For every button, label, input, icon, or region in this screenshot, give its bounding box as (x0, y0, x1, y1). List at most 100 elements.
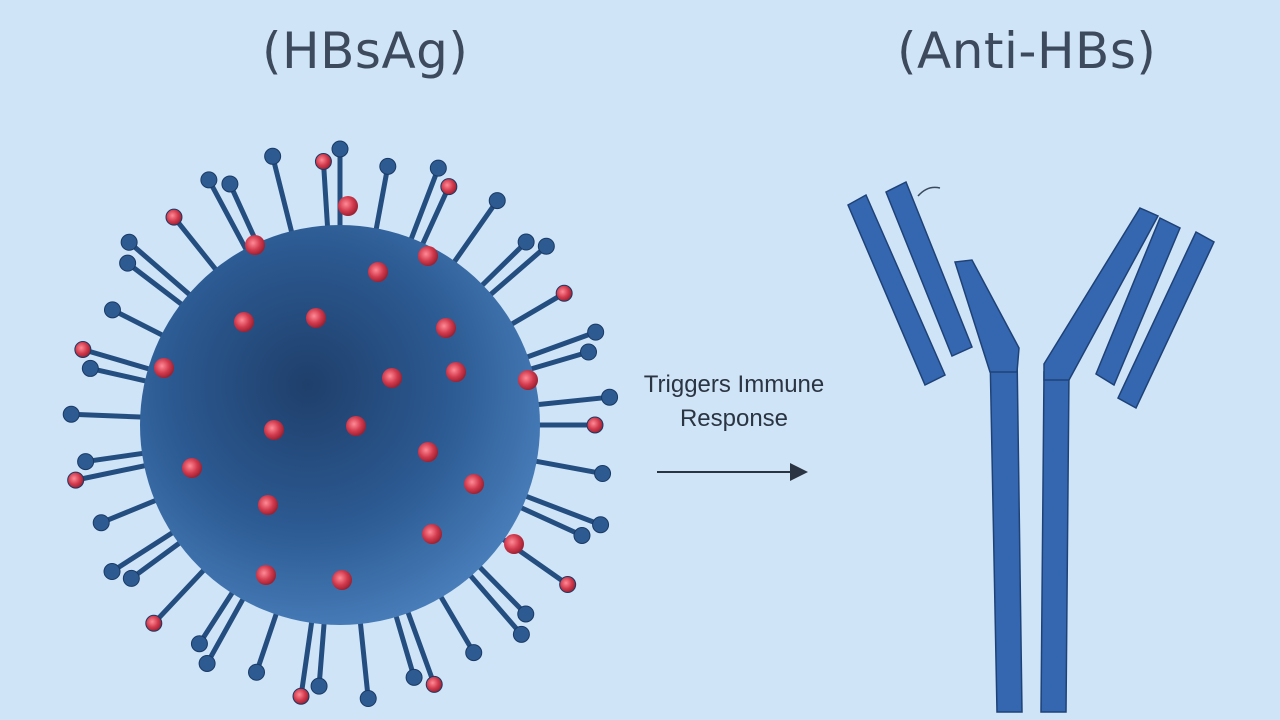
virus-surface-antigen (368, 262, 388, 282)
antibody-strand-detail (917, 186, 941, 197)
virus-spike-tip (145, 614, 163, 632)
virus-spike (151, 561, 213, 626)
antibody-hinge-left (954, 259, 1020, 373)
antibody-light-chain-left-outer (847, 193, 946, 387)
virus-spike (125, 260, 192, 313)
virus-spike-tip (517, 233, 535, 251)
virus-spike-tip (198, 654, 216, 672)
virus-spike (461, 566, 524, 637)
virus-spike-tip (429, 159, 447, 177)
antibody-heavy-chain-left (989, 351, 1023, 713)
virus-surface-antigen (234, 312, 254, 332)
virus-spike (80, 346, 161, 374)
antibody-hinge-right (1043, 207, 1160, 381)
virus-spike (446, 198, 500, 272)
virus-surface-antigen (338, 196, 358, 216)
virus-spike (356, 611, 371, 702)
virus-surface-antigen (418, 442, 438, 462)
virus-spike-tip (200, 171, 218, 189)
virus-spike-tip (405, 668, 423, 686)
virus-surface-antigen (418, 246, 438, 266)
virus-surface-antigen (504, 534, 524, 554)
virus-surface-antigen (245, 235, 265, 255)
virus-spike (481, 243, 549, 304)
virus-spike (516, 329, 599, 363)
virus-spike (98, 494, 167, 526)
virus-surface-antigen (182, 458, 202, 478)
virus-spike-tip (292, 687, 310, 705)
virus-spike (171, 214, 224, 280)
virus-spike-tip (537, 237, 555, 255)
virus-spike-tip (103, 301, 121, 319)
virus-spike (372, 163, 391, 241)
virus-spike (501, 290, 567, 332)
virus-spike (73, 461, 157, 483)
virus-spike (416, 184, 452, 255)
arrow-label-line1: Triggers Immune (643, 371, 825, 398)
antibody-icon (847, 180, 1215, 713)
virus-spike (109, 307, 173, 342)
virus-surface-antigen (258, 495, 278, 515)
antibody-light-chain-right-inner (1095, 216, 1181, 387)
virus-spike-tip (62, 405, 80, 423)
virus-spike-tip (122, 569, 140, 587)
virus-spike (206, 177, 253, 260)
virus-spike-tip (512, 625, 530, 643)
virus-spike-tip (103, 563, 121, 581)
virus-spike-tip (310, 677, 328, 695)
virus-spike-tip (248, 663, 266, 681)
virus-spike (470, 558, 529, 617)
arrow-label-line2: Response (679, 405, 789, 432)
antibody-light-chain-left-inner (885, 180, 973, 358)
virus-spike (519, 349, 592, 374)
virus-surface-antigen (422, 524, 442, 544)
antigen-label: (HBsAg) (262, 22, 469, 80)
virus-icon (62, 140, 619, 708)
virus-spike (87, 365, 158, 386)
virus-surface-antigen (346, 416, 366, 436)
virus-spike (473, 239, 529, 295)
virus-spike-tip (379, 157, 397, 175)
virus-spike-tip (488, 192, 506, 210)
virus-spike-tip (67, 471, 85, 489)
virus-surface-antigen (256, 565, 276, 585)
virus-spike-tip (77, 453, 95, 471)
virus-spike-tip (331, 140, 349, 158)
virus-spike (316, 611, 328, 689)
virus-spike-tip (555, 284, 573, 302)
virus-spike-tip (120, 233, 138, 251)
antibody-heavy-chain-right (1040, 371, 1070, 713)
virus-spike-tip (221, 175, 239, 193)
virus-surface-antigen (332, 570, 352, 590)
virus-surface-antigen (446, 362, 466, 382)
virus-spike-tip (594, 465, 612, 483)
virus-spike (196, 582, 240, 647)
virus-spike (204, 588, 251, 666)
virus-spike (109, 525, 183, 575)
virus-surface-antigen (518, 370, 538, 390)
virus-spike-tip (601, 388, 619, 406)
virus-spike-tip (580, 343, 598, 361)
virus-spike-tip (586, 416, 604, 434)
virus-spike (524, 457, 606, 477)
virus-spike (514, 490, 604, 528)
virus-spike (402, 601, 437, 687)
virus-surface-antigens (154, 196, 538, 590)
virus-surface-antigen (306, 308, 326, 328)
virus-spike (128, 535, 190, 581)
virus-spike (526, 394, 613, 409)
virus-spike-tip (190, 635, 208, 653)
antibody-label: (Anti-HBs) (897, 22, 1157, 80)
virus-spike (391, 604, 417, 680)
virus-spike (433, 586, 477, 656)
virus-spike-tip (517, 605, 535, 623)
virus-spike (68, 411, 153, 420)
antibody-light-chain-right-outer (1117, 230, 1215, 410)
virus-spike (405, 165, 441, 251)
virus-spike-tip (119, 254, 137, 272)
virus-spike-tip (314, 153, 332, 171)
virus-spike-tip (440, 178, 458, 196)
virus-spike (270, 153, 297, 244)
virus-spike-tip (165, 208, 183, 226)
